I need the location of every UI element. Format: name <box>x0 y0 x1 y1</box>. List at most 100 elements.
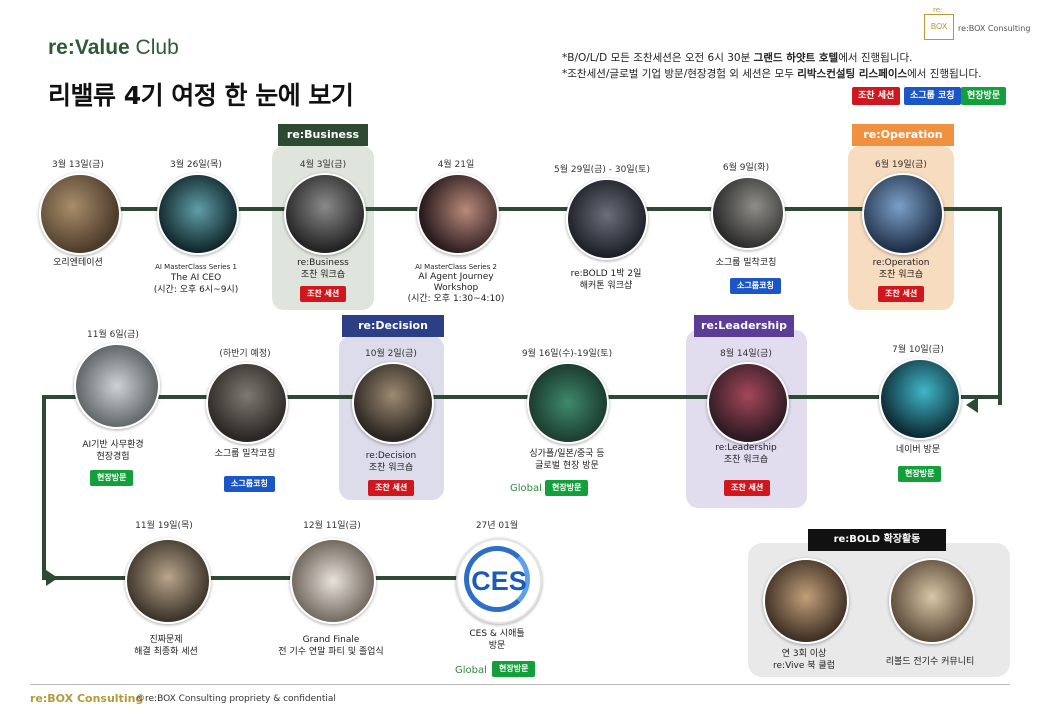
event-date: 10월 2일(금) <box>365 349 417 359</box>
event-date: 4월 21일 <box>437 160 475 170</box>
event-label: re:Decision <box>365 451 417 461</box>
breakfast-badge: 조찬 세션 <box>368 480 415 496</box>
footer-copyright: ©re:BOX Consulting propriety & confident… <box>136 694 336 704</box>
event-date: 5월 29일(금) - 30일(토) <box>554 165 650 175</box>
bold-panel-title: re:BOLD 확장활동 <box>808 529 946 551</box>
ces-logo-icon: CES <box>456 538 542 624</box>
brain-photo-icon <box>157 173 239 255</box>
bold-item-label: re:Vive 북 클럽 <box>773 661 835 671</box>
event-date: 8월 14일(금) <box>720 349 772 359</box>
meeting-photo-icon <box>206 362 288 444</box>
event-date: 27년 01월 <box>475 521 519 531</box>
event-label: CES & 시애틀 <box>469 629 525 639</box>
event-label: 해결 최종화 세션 <box>134 647 198 657</box>
legend-visit: 현장방문 <box>961 87 1007 105</box>
track-row3 <box>42 576 492 580</box>
event-label: 전 기수 연말 파티 및 졸업식 <box>278 647 384 657</box>
bold-item-label: 리볼드 전기수 커뮤니티 <box>885 657 975 667</box>
event-date: 9월 16일(수)-19일(토) <box>521 349 613 359</box>
presentation-photo-icon <box>862 173 944 255</box>
event-label: 오리엔테이션 <box>53 258 103 268</box>
decision-panel-title: re:Decision <box>342 315 444 337</box>
event-label: 해커톤 워크샵 <box>579 281 633 291</box>
breakfast-badge: 조찬 세션 <box>724 480 771 496</box>
party-photo-icon <box>290 538 376 624</box>
business-panel-title: re:Business <box>278 124 368 146</box>
event-label: 조찬 워크숍 <box>300 270 346 280</box>
event-label-small: AI MasterClass Series 2 <box>415 263 497 271</box>
track-right-down <box>998 207 1002 405</box>
footer-divider <box>30 684 1010 685</box>
decision-photo-icon <box>352 362 434 444</box>
track-left-down <box>42 395 46 578</box>
office-photo-icon <box>74 343 160 429</box>
event-label: Grand Finale <box>302 635 360 645</box>
coaching-photo-icon <box>711 176 785 250</box>
event-label: AI기반 사무환경 <box>82 440 144 450</box>
visit-badge: 현장방문 <box>90 470 134 486</box>
speaker-photo-icon <box>284 173 366 255</box>
event-date: 6월 19일(금) <box>875 160 927 170</box>
event-label: 네이버 방문 <box>895 445 941 455</box>
operation-panel-title: re:Operation <box>852 124 954 146</box>
note-other-venue: *조찬세션/글로벌 기업 방문/현장경험 외 세션은 모두 리박스컨설팅 리스페… <box>562 68 982 80</box>
track-row2 <box>42 395 1002 399</box>
leadership-panel-title: re:Leadership <box>694 315 794 337</box>
event-label-small: AI MasterClass Series 1 <box>155 263 237 271</box>
community-photo-icon <box>889 558 975 644</box>
event-label: 방문 <box>488 641 506 651</box>
event-label: re:Business <box>297 258 349 268</box>
leadership-photo-icon <box>707 362 789 444</box>
coaching-badge: 소그룹코칭 <box>224 476 275 492</box>
rebold-group-photo-icon <box>527 362 609 444</box>
event-label: The AI CEO <box>170 273 222 283</box>
event-label: Workshop <box>433 283 479 293</box>
breakfast-badge: 조찬 세션 <box>878 286 925 302</box>
event-label: re:BOLD 1박 2일 <box>570 269 642 279</box>
event-label: AI Agent Journey <box>418 272 494 282</box>
final-session-photo-icon <box>125 538 211 624</box>
legend-breakfast: 조찬 세션 <box>852 87 901 105</box>
visit-badge: 현장방문 <box>898 466 942 482</box>
event-label: 글로벌 현장 방문 <box>535 461 599 471</box>
track-arrow-left <box>966 397 978 413</box>
footer-logo: re:BOX Consulting <box>30 692 144 705</box>
breakfast-badge: 조찬 세션 <box>300 286 347 302</box>
event-label: 조찬 워크숍 <box>878 270 924 280</box>
event-date: (하반기 예정) <box>219 349 271 359</box>
event-label: 조찬 워크숍 <box>368 463 414 473</box>
event-label: 싱가폴/일본/중국 등 <box>529 449 605 459</box>
note-breakfast-venue: *B/O/L/D 모든 조찬세션은 오전 6시 30분 그랜드 하얏트 호텔에서… <box>562 52 913 64</box>
event-date: 4월 3일(금) <box>299 160 347 170</box>
bold-item-label: 연 3회 이상 <box>781 649 827 659</box>
legend-coaching: 소그룹 코칭 <box>904 87 961 105</box>
visit-badge: 현장방문 <box>545 480 589 496</box>
bulb-photo-icon <box>879 358 961 440</box>
orientation-photo-icon <box>39 173 121 255</box>
event-label: 진짜문제 <box>149 635 183 645</box>
page-title: 리밸류 4기 여정 한 눈에 보기 <box>48 81 354 110</box>
event-label: re:Operation <box>872 258 930 268</box>
track-arrow-right <box>46 570 58 586</box>
coaching-badge: 소그룹코칭 <box>730 278 781 294</box>
bookclub-photo-icon <box>763 558 849 644</box>
global-tag: Global <box>510 483 542 494</box>
event-date: 12월 11일(금) <box>303 521 361 531</box>
event-label: 소그룹 밀착코칭 <box>214 449 276 459</box>
event-date: 11월 6일(금) <box>87 330 139 340</box>
event-label: 소그룹 밀착코칭 <box>715 258 777 268</box>
track-row1 <box>72 207 1002 211</box>
event-date: 11월 19일(목) <box>135 521 193 531</box>
hackathon-photo-icon <box>566 178 648 260</box>
event-date: 3월 26일(목) <box>170 160 222 170</box>
global-tag: Global <box>455 665 487 676</box>
event-label: 현장경험 <box>96 452 130 462</box>
visit-badge: 현장방문 <box>492 661 536 677</box>
event-date: 3월 13일(금) <box>52 160 104 170</box>
ai-face-photo-icon <box>417 173 499 255</box>
event-date: 6월 9일(화) <box>722 163 770 173</box>
event-date: 7월 10일(금) <box>892 345 944 355</box>
event-label: re:Leadership <box>715 443 777 453</box>
brand-name: re:Value Club <box>48 36 179 59</box>
event-label-time: (시간: 오후 6시~9시) <box>153 285 239 295</box>
